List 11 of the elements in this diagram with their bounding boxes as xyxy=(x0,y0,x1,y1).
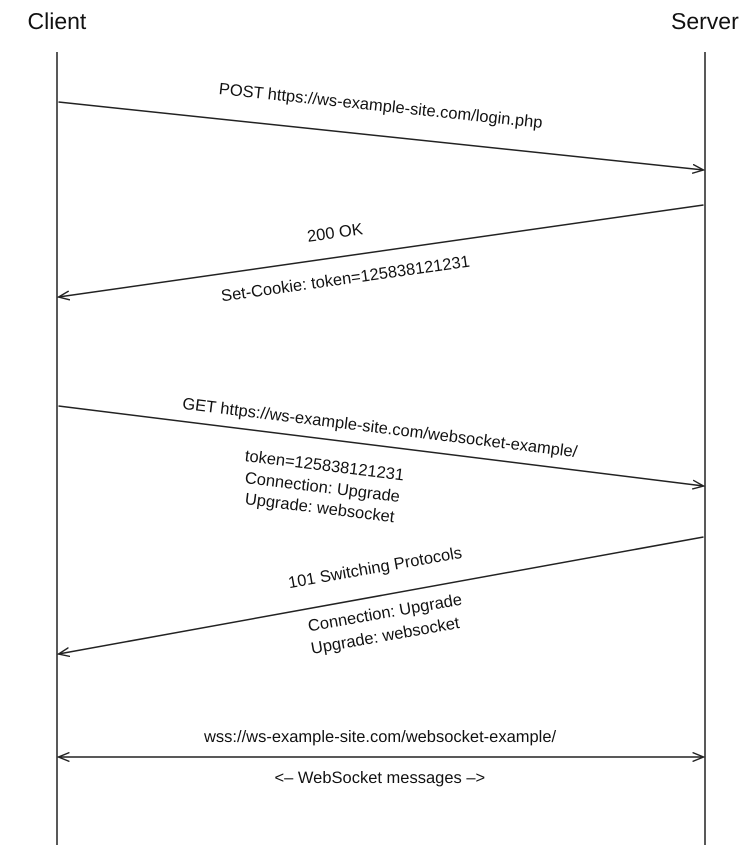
edge-label: 101 Switching Protocols xyxy=(286,542,464,594)
message-arrow xyxy=(58,405,704,490)
header-text: <– WebSocket messages –> xyxy=(274,768,486,788)
message-arrow xyxy=(58,101,704,174)
participant-label: Client xyxy=(28,8,86,35)
participant-label: Server xyxy=(671,8,739,35)
edge-label: wss://ws-example-site.com/websocket-example/ xyxy=(204,727,556,747)
message-arrow xyxy=(58,752,704,762)
edge-label: 200 OK xyxy=(306,219,364,247)
message-arrow xyxy=(58,204,704,301)
message-arrow xyxy=(58,536,704,658)
